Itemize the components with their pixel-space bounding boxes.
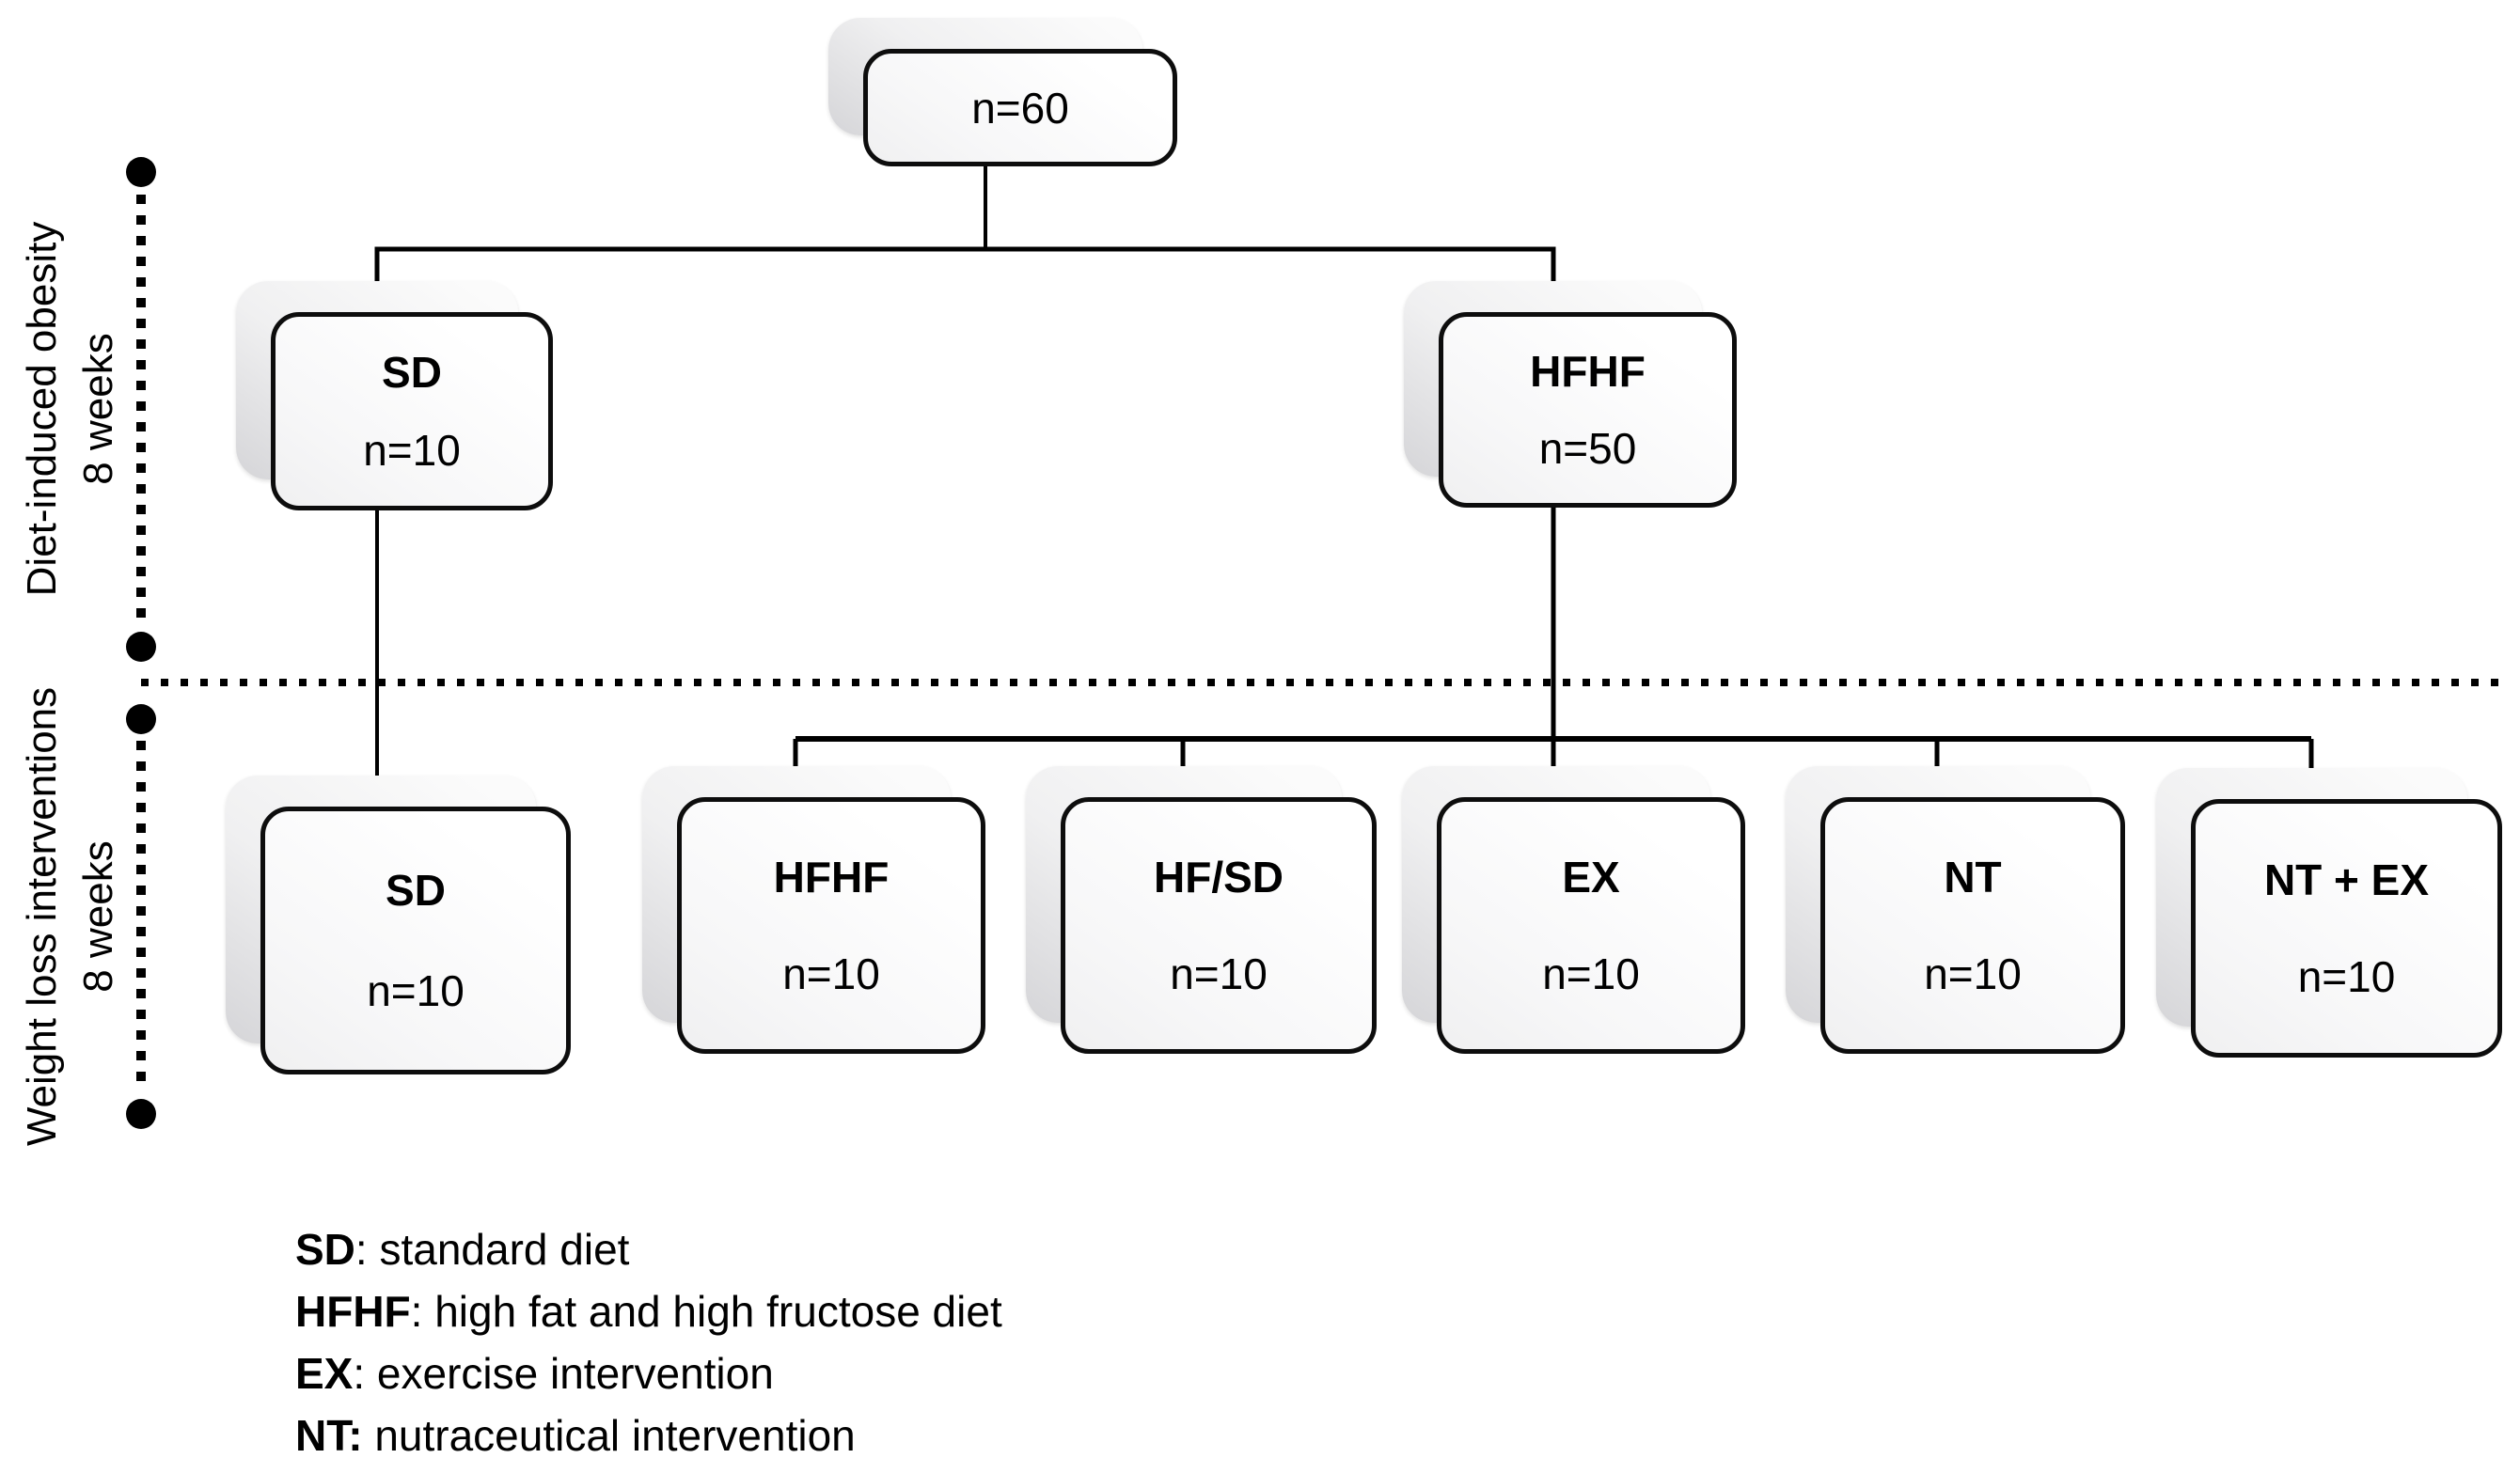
legend-item-ex: EX: exercise intervention: [295, 1342, 1002, 1404]
node-label: SD: [386, 866, 446, 915]
node-sd-bottom: SD n=10: [226, 776, 571, 1074]
node-value: n=10: [363, 425, 461, 475]
node-box: SD n=10: [260, 807, 571, 1074]
node-box: NT n=10: [1820, 797, 2125, 1054]
legend-desc: : standard diet: [354, 1225, 630, 1274]
legend: SD: standard diet HFHF: high fat and hig…: [295, 1218, 1002, 1466]
node-hfhf-bottom: HFHF n=10: [642, 766, 985, 1054]
timeline-phase2-end-dot: [126, 1099, 156, 1129]
node-value: n=10: [367, 966, 465, 1015]
node-label: NT: [1944, 853, 2002, 902]
node-box: n=60: [863, 49, 1177, 166]
phase1-title: Diet-induced obesity: [19, 221, 65, 597]
timeline-phase2-start-dot: [126, 704, 156, 734]
timeline-phase1-start-dot: [126, 157, 156, 187]
node-ntex-bottom: NT + EX n=10: [2156, 768, 2502, 1058]
legend-desc: : exercise intervention: [353, 1349, 774, 1398]
node-value: n=10: [2297, 952, 2396, 1002]
timeline-phase1-end-dot: [126, 632, 156, 662]
legend-desc: nutraceutical intervention: [362, 1411, 856, 1460]
node-label: NT + EX: [2263, 855, 2430, 904]
node-sd-top: SD n=10: [236, 281, 553, 510]
node-hfhf-top: HFHF n=50: [1404, 281, 1737, 508]
node-box: NT + EX n=10: [2191, 799, 2502, 1058]
node-value: n=60: [971, 83, 1069, 133]
node-box: HF/SD n=10: [1061, 797, 1377, 1054]
legend-abbr: EX: [295, 1349, 354, 1398]
legend-item-sd: SD: standard diet: [295, 1218, 1002, 1280]
node-value: n=50: [1538, 423, 1637, 473]
node-box: EX n=10: [1437, 797, 1745, 1054]
node-ex-bottom: EX n=10: [1402, 766, 1745, 1054]
node-value: n=10: [782, 949, 880, 998]
node-label: HF/SD: [1154, 853, 1284, 902]
phase1-duration: 8 weeks: [75, 333, 121, 485]
node-label: HFHF: [773, 853, 890, 902]
phase2-duration: 8 weeks: [75, 840, 121, 993]
node-box: SD n=10: [271, 312, 553, 510]
node-box: HFHF n=10: [677, 797, 985, 1054]
node-value: n=10: [1924, 949, 2022, 998]
node-box: HFHF n=50: [1439, 312, 1737, 508]
node-value: n=10: [1542, 949, 1640, 998]
legend-desc: : high fat and high fructose diet: [410, 1287, 1002, 1336]
phase2-title: Weight loss interventions: [19, 686, 65, 1147]
node-value: n=10: [1170, 949, 1268, 998]
phase1-label: Diet-induced obesity 8 weeks: [9, 146, 132, 672]
legend-item-nt: NT: nutraceutical intervention: [295, 1404, 1002, 1466]
legend-item-hfhf: HFHF: high fat and high fructose diet: [295, 1280, 1002, 1342]
legend-abbr: NT:: [295, 1411, 363, 1460]
node-hfsd-bottom: HF/SD n=10: [1026, 766, 1377, 1054]
connector-branch1: [374, 246, 1556, 312]
legend-abbr: SD: [295, 1225, 355, 1274]
node-total: n=60: [828, 18, 1177, 166]
legend-abbr: HFHF: [295, 1287, 411, 1336]
node-label: EX: [1562, 853, 1620, 902]
node-label: HFHF: [1530, 347, 1646, 397]
node-label: SD: [382, 348, 442, 398]
phase2-label: Weight loss interventions 8 weeks: [9, 653, 132, 1180]
node-nt-bottom: NT n=10: [1786, 766, 2125, 1054]
